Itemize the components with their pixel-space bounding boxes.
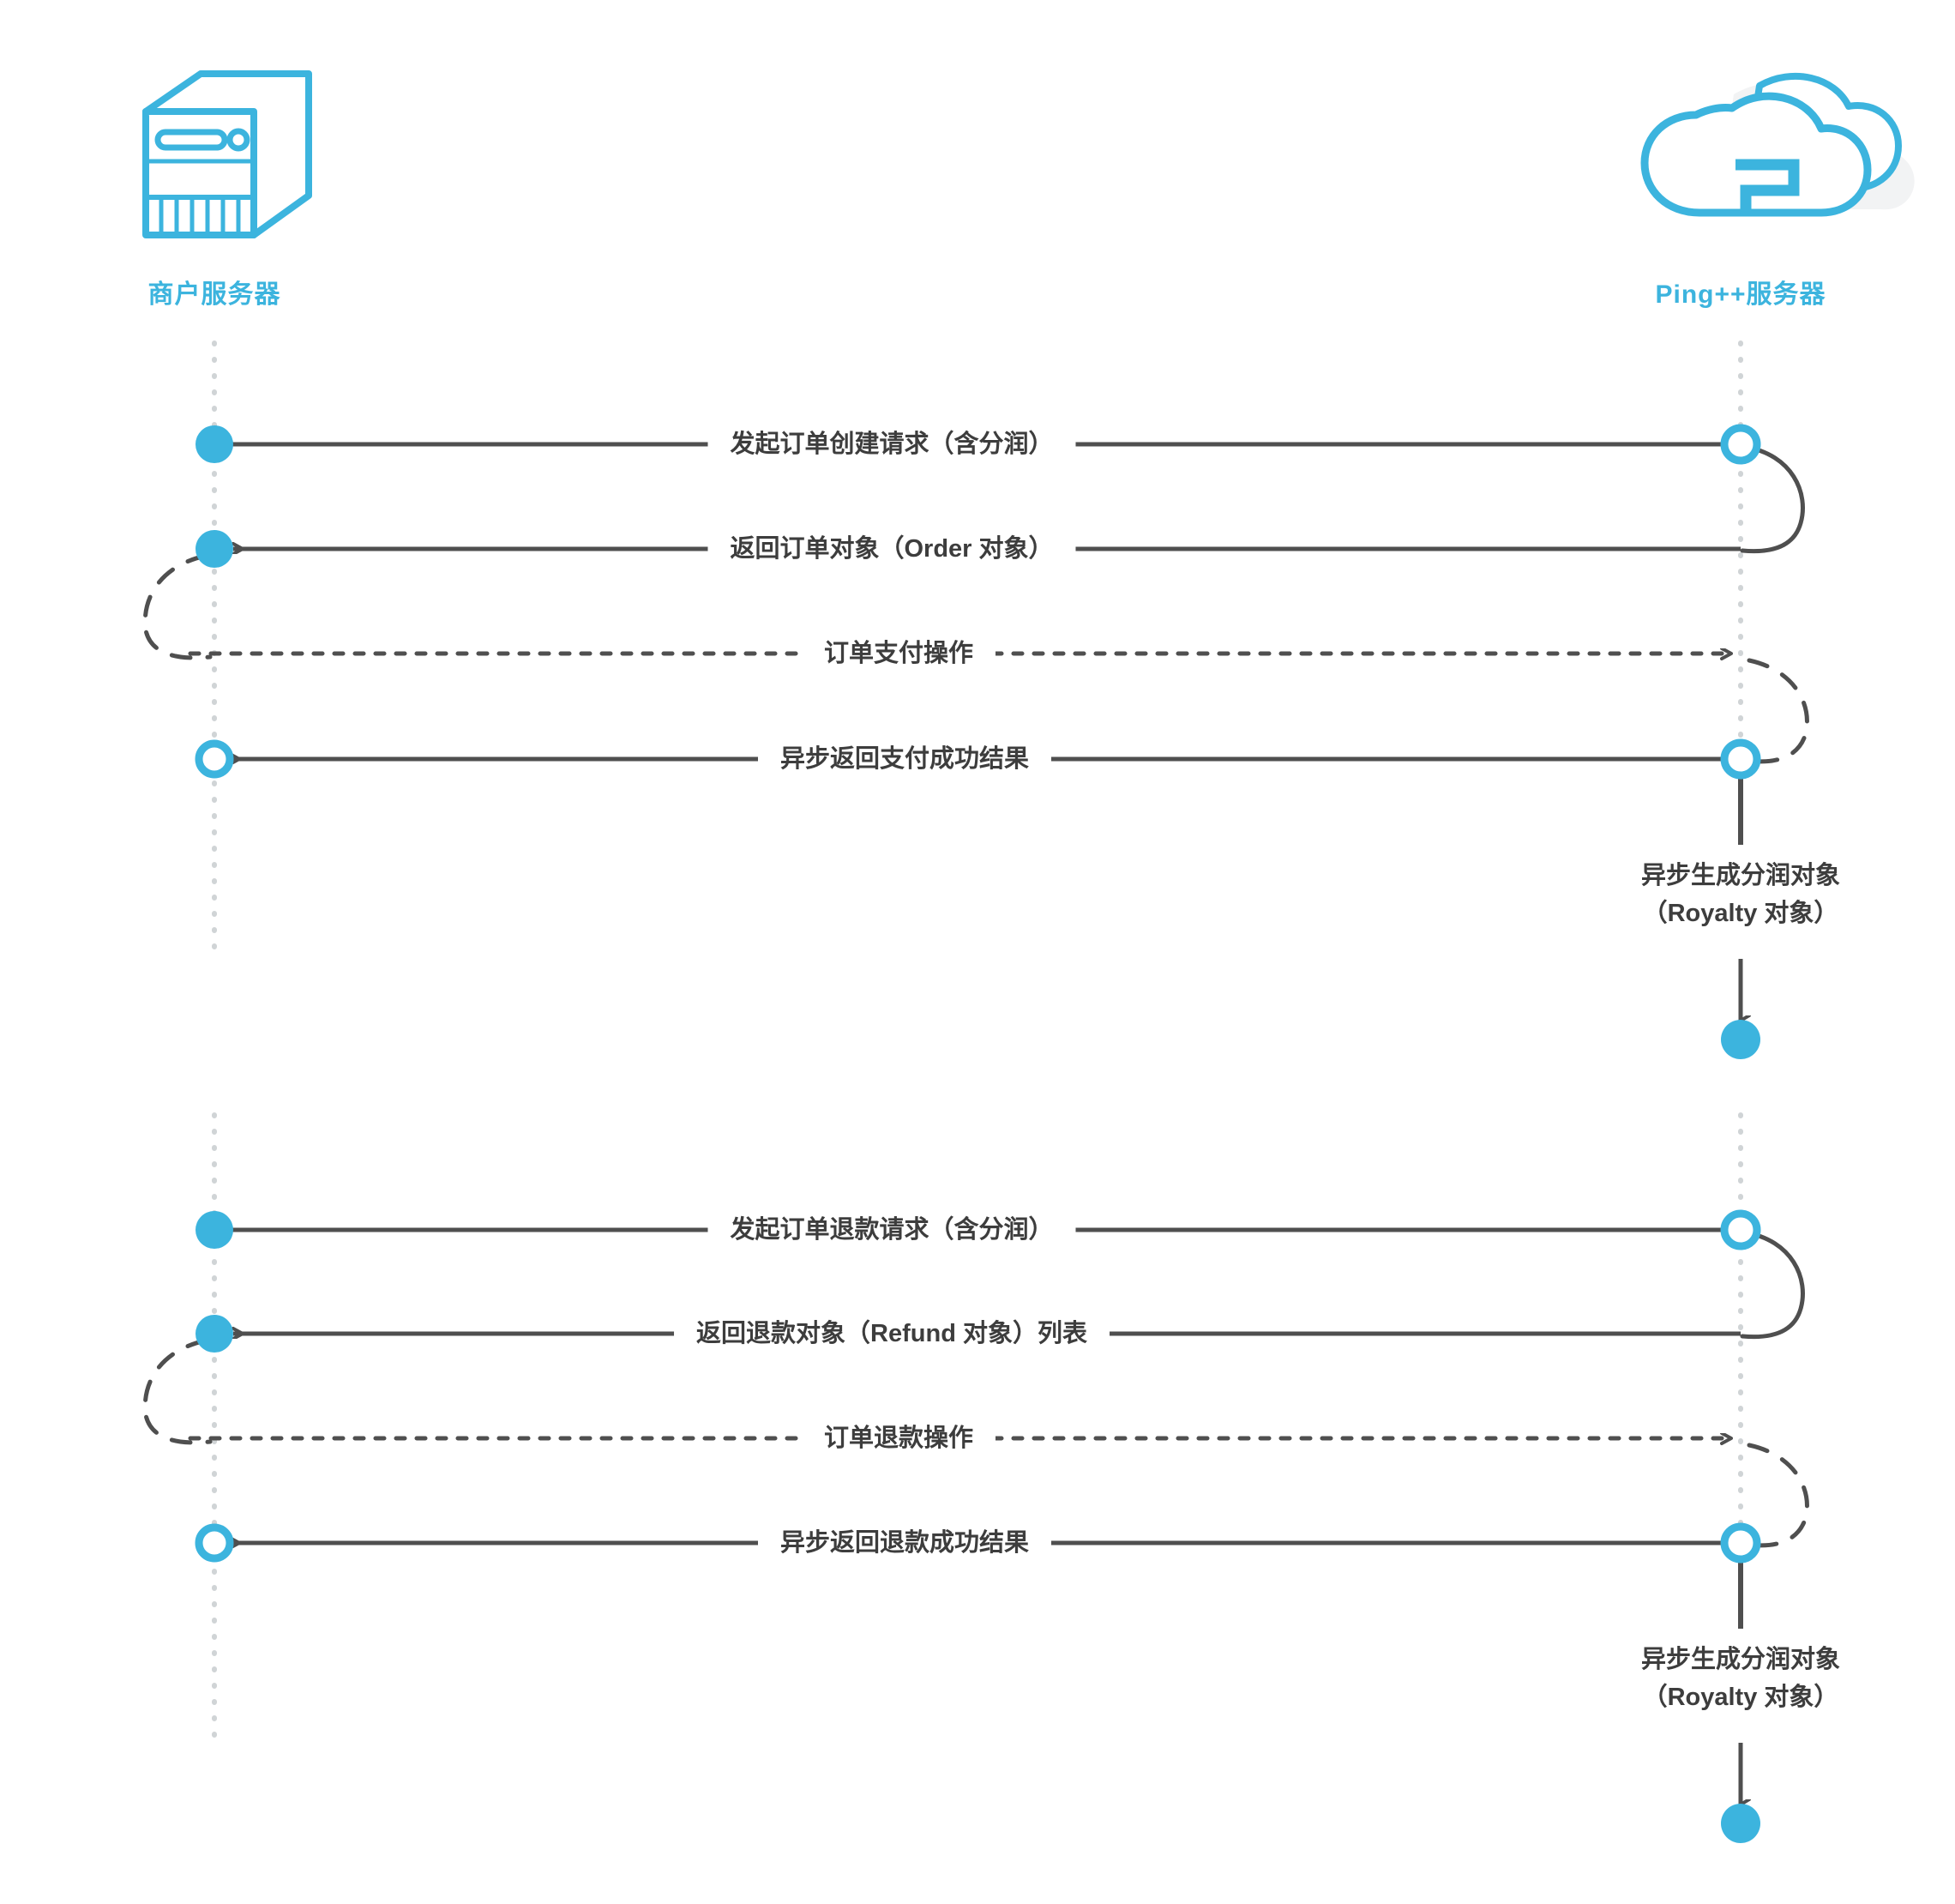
message-label-m6: 返回退款对象（Refund 对象）列表 bbox=[674, 1317, 1110, 1350]
node-pingpp-m8 bbox=[1720, 1522, 1761, 1564]
node-pingpp-m4 bbox=[1720, 738, 1761, 780]
node-merchant-m8 bbox=[195, 1523, 234, 1563]
message-label-m2: 返回订单对象（Order 对象） bbox=[707, 533, 1076, 565]
message-label-m7: 订单退款操作 bbox=[801, 1422, 996, 1455]
actor-label-pingpp: Ping++服务器 bbox=[1655, 280, 1826, 309]
section-payment bbox=[142, 424, 1809, 1059]
node-merchant-m1 bbox=[196, 425, 233, 463]
message-label-m1: 发起订单创建请求（含分润） bbox=[707, 428, 1076, 461]
note-royalty-refund-line2: （Royalty 对象） bbox=[1642, 1683, 1839, 1711]
node-royalty-n1 bbox=[1721, 1020, 1760, 1059]
node-pingpp-m1 bbox=[1720, 424, 1761, 465]
async-refund-loop bbox=[1741, 1443, 1809, 1548]
lifelines bbox=[212, 340, 1743, 1744]
cloud-icon bbox=[1640, 72, 1915, 217]
return-loop-order bbox=[1740, 444, 1805, 554]
note-royalty-payment-line2: （Royalty 对象） bbox=[1642, 899, 1839, 927]
return-loop-refund bbox=[1740, 1230, 1805, 1340]
message-label-m3: 订单支付操作 bbox=[801, 637, 996, 670]
actor-label-merchant: 商户服务器 bbox=[147, 280, 281, 309]
async-pay-loop bbox=[1741, 658, 1809, 764]
message-label-m4: 异步返回支付成功结果 bbox=[757, 743, 1052, 775]
server-icon bbox=[142, 70, 312, 238]
node-pingpp-m5 bbox=[1720, 1209, 1761, 1250]
message-label-m5: 发起订单退款请求（含分润） bbox=[707, 1214, 1076, 1246]
pay-operation-loop bbox=[142, 553, 213, 660]
node-merchant-m4 bbox=[195, 739, 234, 779]
node-merchant-m2 bbox=[196, 530, 233, 568]
note-royalty-payment: 异步生成分润对象 （Royalty 对象） bbox=[1641, 858, 1840, 932]
note-royalty-refund: 异步生成分润对象 （Royalty 对象） bbox=[1641, 1642, 1840, 1716]
node-merchant-m5 bbox=[196, 1211, 233, 1249]
node-royalty-n2 bbox=[1721, 1804, 1760, 1843]
note-royalty-refund-line1: 异步生成分润对象 bbox=[1640, 1646, 1841, 1673]
note-royalty-payment-line1: 异步生成分润对象 bbox=[1640, 862, 1841, 889]
message-label-m8: 异步返回退款成功结果 bbox=[757, 1527, 1052, 1559]
refund-operation-loop bbox=[142, 1338, 213, 1445]
node-merchant-m6 bbox=[196, 1315, 233, 1353]
